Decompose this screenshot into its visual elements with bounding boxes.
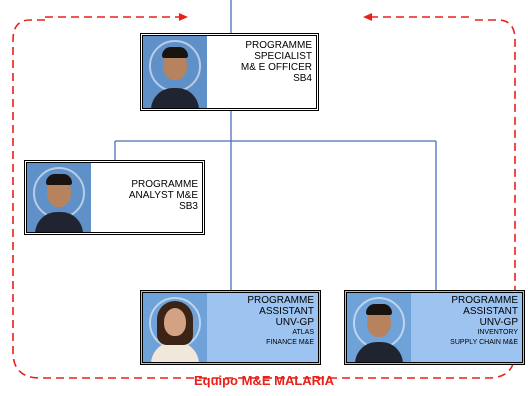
node-title: PROGRAMME ASSISTANT UNV-GP ATLAS FINANCE… — [207, 293, 318, 362]
node-title: PROGRAMME ANALYST M&E SB3 — [91, 163, 202, 232]
grade-label: UNV-GP — [275, 317, 314, 328]
duty-label: FINANCE M&E — [266, 339, 314, 346]
node-programme-analyst: PROGRAMME ANALYST M&E SB3 — [24, 160, 205, 235]
node-programme-specialist: PROGRAMME SPECIALIST M& E OFFICER SB4 — [140, 33, 319, 111]
node-title: PROGRAMME ASSISTANT UNV-GP INVENTORY SUP… — [411, 293, 522, 362]
title-line: PROGRAMME — [451, 295, 518, 306]
arrow-left-icon — [363, 13, 372, 21]
grade-label: SB3 — [179, 201, 198, 212]
arrow-right-icon — [179, 13, 188, 21]
grade-label: UNV-GP — [479, 317, 518, 328]
team-boundary — [12, 19, 516, 379]
man-portrait-icon — [347, 293, 411, 362]
node-title: PROGRAMME SPECIALIST M& E OFFICER SB4 — [207, 36, 316, 108]
title-line: ASSISTANT — [463, 306, 518, 317]
title-line: PROGRAMME — [245, 40, 312, 51]
title-line: ASSISTANT — [259, 306, 314, 317]
woman-portrait-icon — [143, 293, 207, 362]
team-label: Equipo M&E MALARIA — [193, 373, 335, 388]
title-line: SPECIALIST — [254, 51, 312, 62]
duty-label: ATLAS — [292, 329, 314, 336]
grade-label: SB4 — [293, 73, 312, 84]
man-portrait-icon — [143, 36, 207, 108]
title-line: ANALYST M&E — [128, 190, 198, 201]
title-line: PROGRAMME — [131, 179, 198, 190]
title-line: M& E OFFICER — [240, 62, 312, 73]
node-programme-assistant-inventory: PROGRAMME ASSISTANT UNV-GP INVENTORY SUP… — [344, 290, 525, 365]
node-programme-assistant-finance: PROGRAMME ASSISTANT UNV-GP ATLAS FINANCE… — [140, 290, 321, 365]
duty-label: SUPPLY CHAIN M&E — [450, 339, 518, 346]
title-line: PROGRAMME — [247, 295, 314, 306]
duty-label: INVENTORY — [477, 329, 518, 336]
man-portrait-icon — [27, 163, 91, 232]
